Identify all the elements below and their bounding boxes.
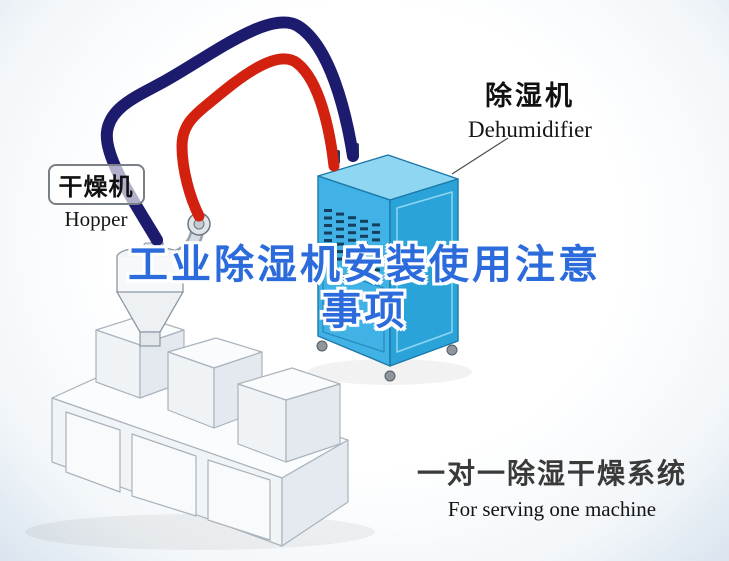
dehumidifier-leader-line (451, 137, 509, 175)
dehumidifier-label: 除湿机 Dehumidifier (440, 74, 620, 143)
hopper-label-en: Hopper (64, 207, 128, 231)
caption: 一对一除湿干燥系统 For serving one machine (417, 452, 687, 522)
hopper-unit (115, 212, 211, 347)
extruder-machine (51, 315, 349, 547)
side-door-outline (396, 191, 453, 353)
caption-en: For serving one machine (447, 497, 657, 521)
dehumidifier-vents (324, 209, 380, 272)
hopper-label: 干燥机 Hopper (38, 164, 154, 232)
caption-cn: 一对一除湿干燥系统 (416, 458, 687, 489)
title-line-2: 事项 (321, 289, 408, 333)
casters (316, 340, 458, 382)
dehumidifier-unit (316, 143, 459, 382)
supply-hose-red (176, 53, 340, 222)
return-hose-navy (100, 16, 359, 246)
hopper-label-cn: 干燥机 (47, 164, 145, 205)
main-title: 工业除湿机安装使用注意 事项 (0, 242, 729, 334)
dehumidifier-label-en: Dehumidifier (468, 117, 592, 142)
front-door-outline (322, 267, 385, 353)
door-handle (439, 249, 447, 261)
title-line-1: 工业除湿机安装使用注意 (128, 243, 601, 287)
dehumidifier-label-cn: 除湿机 (485, 81, 575, 111)
